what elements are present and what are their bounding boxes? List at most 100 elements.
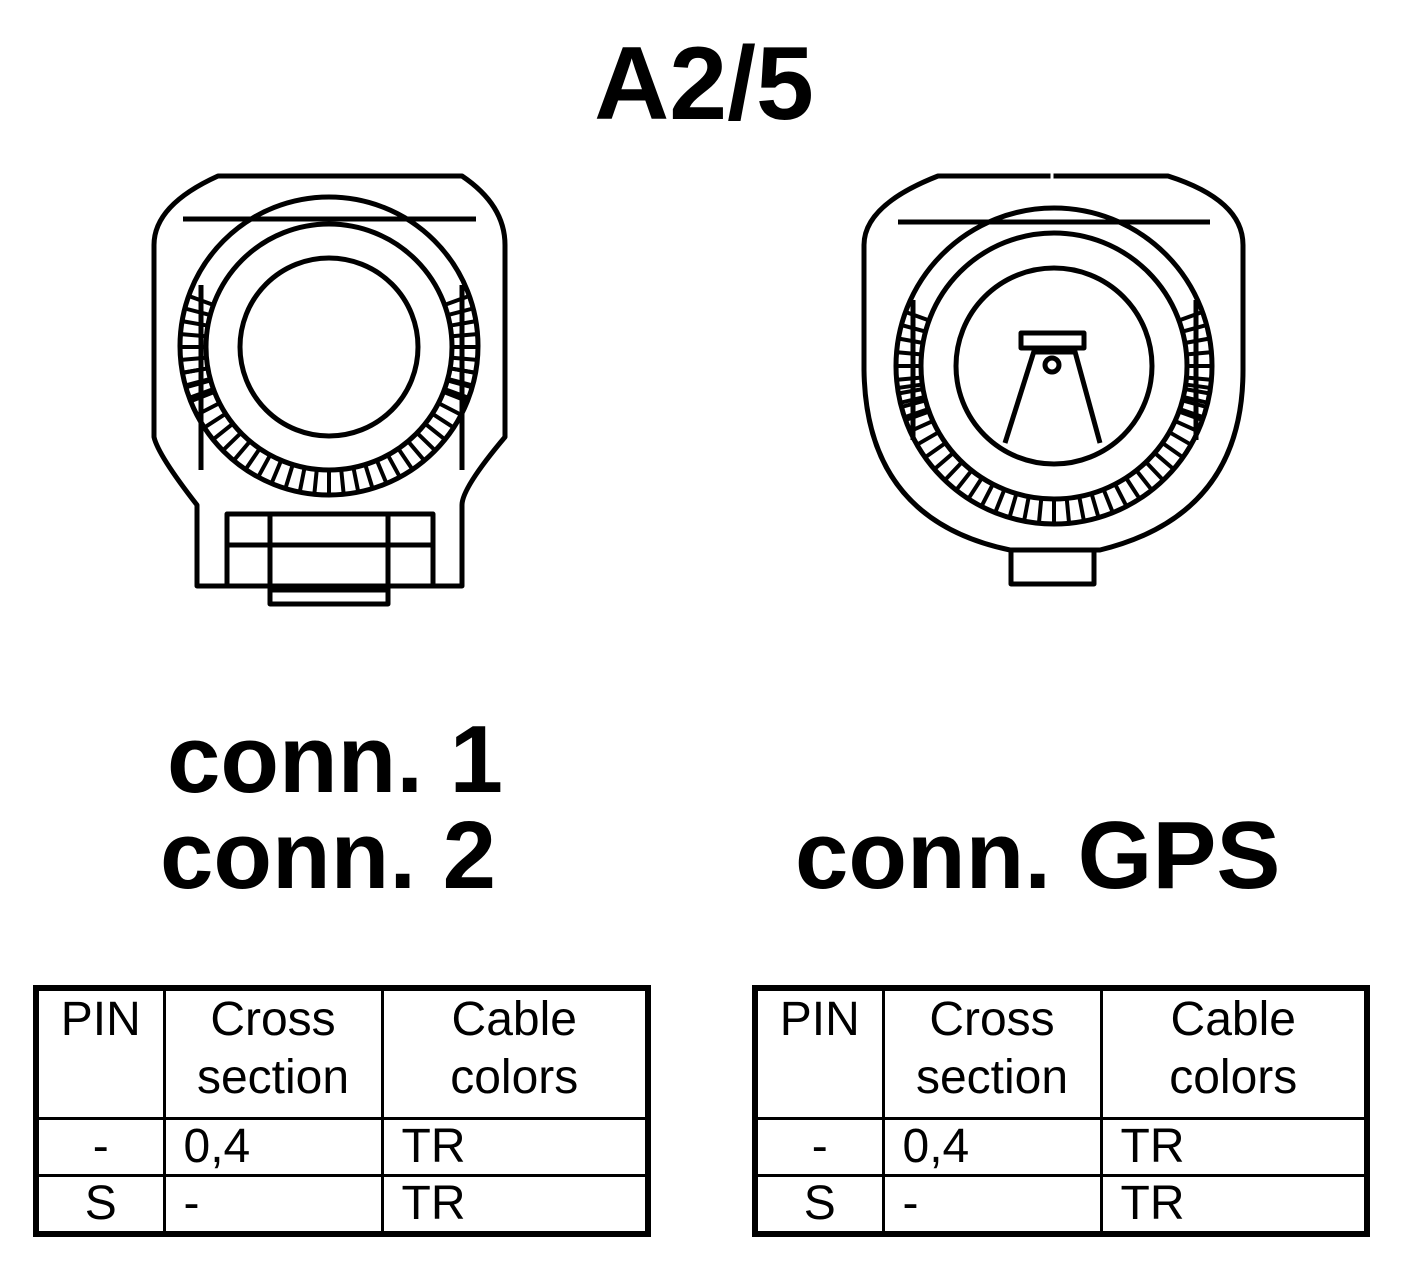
knurl-rib: [1183, 323, 1206, 334]
knurl-rib: [901, 395, 924, 405]
knurl-rib: [182, 355, 205, 362]
table-header-row: PIN Cross section Cable colors: [34, 986, 650, 1120]
knurl-rib: [351, 469, 361, 492]
header-cross-section: Cross section: [881, 986, 1103, 1120]
knurl-rib: [911, 419, 932, 433]
header-cable-colors: Cable colors: [380, 986, 650, 1120]
knurl-rib: [967, 478, 983, 499]
knurl-rib: [1090, 494, 1100, 517]
knurl-rib: [1176, 419, 1197, 433]
knurl-rib: [1037, 500, 1044, 522]
knurl-rib: [1064, 500, 1071, 522]
knurl-rib: [417, 432, 436, 452]
knurl-rib: [1022, 498, 1031, 520]
knurl-rib: [900, 387, 922, 396]
knurl-rib: [444, 390, 467, 403]
knurl-rib: [900, 336, 922, 345]
knurl-rib: [1188, 375, 1210, 382]
knurl-rib: [906, 310, 928, 322]
knurl-rib: [1186, 387, 1208, 396]
cell-cable-color: TR: [1099, 1174, 1369, 1236]
knurl-rib: [899, 382, 921, 390]
knurl-rib: [1136, 470, 1153, 490]
knurl-rib: [449, 307, 472, 317]
knurl-rib: [363, 465, 375, 489]
knurl-rib: [445, 294, 468, 307]
knurl-rib: [1183, 398, 1206, 409]
cell-pin: -: [753, 1117, 885, 1177]
knurl-rib: [898, 375, 920, 382]
knurl-rib: [183, 366, 207, 375]
connector-socket-icon: [151, 173, 508, 607]
knurl-rib: [902, 398, 925, 409]
knurl-rib: [1102, 490, 1114, 512]
header-cross-section: Cross section: [162, 986, 384, 1120]
knurl-rib: [190, 294, 213, 307]
knurl-rib: [212, 423, 233, 441]
knurl-rib: [1114, 484, 1128, 506]
knurl-rib: [283, 465, 295, 489]
knurl-rib: [256, 455, 271, 478]
knurl-rib: [425, 423, 446, 441]
knurl-rib: [1154, 452, 1174, 470]
knurl-rib: [1180, 310, 1202, 322]
cell-cross-section: -: [881, 1174, 1103, 1236]
knurl-rib: [934, 452, 954, 470]
knurl-rib: [191, 390, 214, 403]
cell-cross-section: 0,4: [881, 1117, 1103, 1177]
knurl-rib: [270, 461, 283, 484]
knurl-rib: [375, 461, 388, 484]
knurl-rib: [339, 471, 346, 494]
knurl-rib: [980, 484, 994, 506]
knurl-rib: [449, 377, 472, 387]
knurl-rib: [1184, 395, 1207, 405]
knurl-rib: [204, 413, 226, 429]
knurl-rib: [453, 332, 476, 339]
knurl-rib: [1008, 494, 1018, 517]
knurl-rib: [451, 319, 475, 328]
label-conn-2: conn. 2: [160, 802, 497, 909]
knurl-rib: [898, 350, 920, 357]
table-row: S - TR: [34, 1174, 650, 1236]
cell-cable-color: TR: [380, 1117, 650, 1177]
knurl-rib: [407, 441, 426, 461]
knurl-rib: [183, 319, 207, 328]
knurl-rib: [1162, 442, 1183, 458]
knurl-rib: [955, 470, 972, 490]
knurl-rib: [197, 402, 219, 416]
table-row: - 0,4 TR: [753, 1117, 1369, 1177]
cell-cross-section: -: [162, 1174, 384, 1236]
cell-pin: S: [753, 1174, 885, 1236]
label-conn-1: conn. 1: [167, 706, 504, 813]
knurl-rib: [994, 490, 1006, 512]
knurl-rib: [186, 377, 209, 387]
header-pin: PIN: [753, 986, 885, 1120]
pin-table-right: PIN Cross section Cable colors - 0,4 TR …: [752, 985, 1370, 1237]
knurl-rib: [1186, 336, 1208, 345]
knurl-rib: [925, 442, 946, 458]
knurl-rib: [232, 441, 251, 461]
knurl-rib: [297, 469, 307, 492]
knurl-rib: [1145, 462, 1164, 481]
knurl-rib: [190, 387, 213, 400]
knurl-rib: [1187, 382, 1209, 390]
knurl-rib: [905, 407, 927, 419]
header-pin: PIN: [34, 986, 166, 1120]
knurl-rib: [186, 307, 209, 317]
cell-cable-color: TR: [380, 1174, 650, 1236]
knurl-rib: [1077, 498, 1086, 520]
knurl-rib: [453, 355, 476, 362]
table-row: S - TR: [753, 1174, 1369, 1236]
knurl-rib: [451, 366, 475, 375]
knurl-rib: [917, 431, 938, 446]
cell-cable-color: TR: [1099, 1117, 1369, 1177]
knurl-rib: [222, 432, 241, 452]
knurl-rib: [902, 323, 925, 334]
knurl-rib: [397, 449, 414, 470]
table-header-row: PIN Cross section Cable colors: [753, 986, 1369, 1120]
header-cable-colors: Cable colors: [1099, 986, 1369, 1120]
cell-pin: -: [34, 1117, 166, 1177]
cell-cross-section: 0,4: [162, 1117, 384, 1177]
knurl-rib: [244, 449, 261, 470]
